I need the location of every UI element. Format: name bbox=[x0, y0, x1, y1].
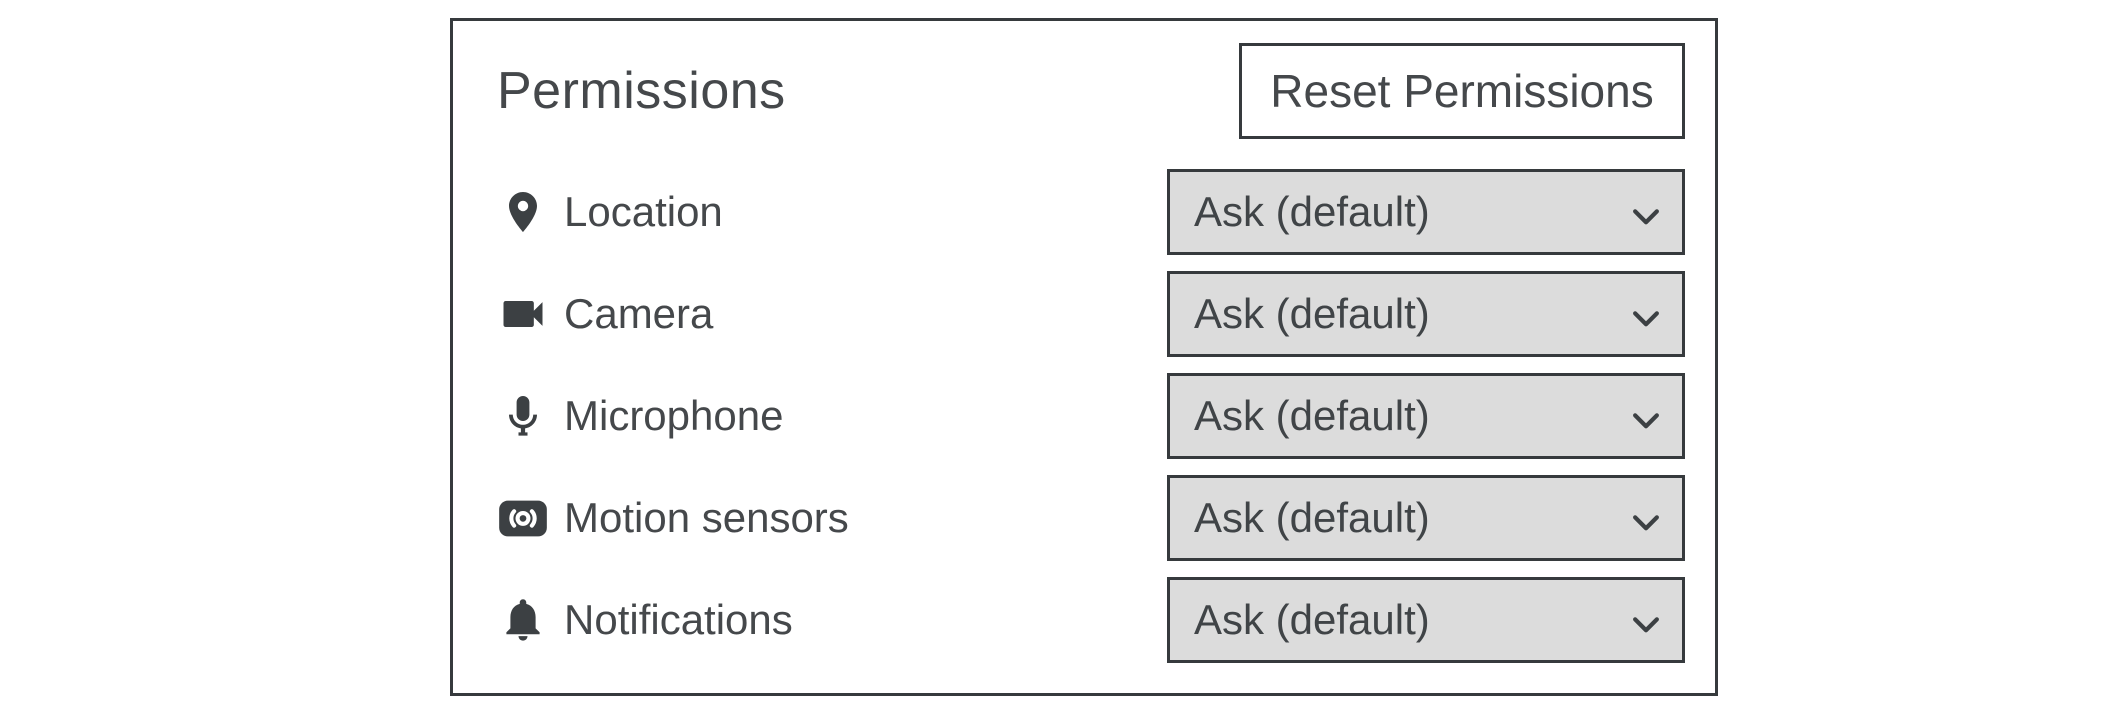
permission-label-notifications: Notifications bbox=[564, 596, 793, 643]
video-camera-icon bbox=[497, 288, 549, 340]
chevron-down-icon bbox=[1632, 494, 1660, 542]
permissions-panel: Permissions Reset Permissions Location A… bbox=[450, 18, 1718, 696]
permission-row-notifications: Notifications Ask (default) bbox=[497, 569, 1685, 671]
reset-permissions-button-label: Reset Permissions bbox=[1270, 65, 1654, 117]
reset-permissions-button[interactable]: Reset Permissions bbox=[1239, 43, 1685, 139]
motion-sensors-icon bbox=[497, 492, 549, 544]
select-value: Ask (default) bbox=[1194, 392, 1430, 439]
location-pin-icon bbox=[497, 186, 549, 238]
select-value: Ask (default) bbox=[1194, 290, 1430, 337]
chevron-down-icon bbox=[1632, 392, 1660, 440]
chevron-down-icon bbox=[1632, 188, 1660, 236]
bell-icon bbox=[497, 594, 549, 646]
permission-label-microphone: Microphone bbox=[564, 392, 784, 439]
chevron-down-icon bbox=[1632, 290, 1660, 338]
microphone-icon bbox=[497, 390, 549, 442]
select-value: Ask (default) bbox=[1194, 494, 1430, 541]
motion-sensors-permission-select[interactable]: Ask (default) bbox=[1167, 475, 1685, 561]
location-permission-select[interactable]: Ask (default) bbox=[1167, 169, 1685, 255]
permission-row-motion-sensors: Motion sensors Ask (default) bbox=[497, 467, 1685, 569]
panel-header: Permissions Reset Permissions bbox=[497, 21, 1685, 161]
chevron-down-icon bbox=[1632, 596, 1660, 644]
permission-row-camera: Camera Ask (default) bbox=[497, 263, 1685, 365]
select-value: Ask (default) bbox=[1194, 188, 1430, 235]
permission-row-location: Location Ask (default) bbox=[497, 161, 1685, 263]
permission-label-location: Location bbox=[564, 188, 723, 235]
permission-label-camera: Camera bbox=[564, 290, 714, 337]
permission-row-microphone: Microphone Ask (default) bbox=[497, 365, 1685, 467]
page-title: Permissions bbox=[497, 62, 786, 120]
select-value: Ask (default) bbox=[1194, 596, 1430, 643]
permission-label-motion-sensors: Motion sensors bbox=[564, 494, 849, 541]
microphone-permission-select[interactable]: Ask (default) bbox=[1167, 373, 1685, 459]
notifications-permission-select[interactable]: Ask (default) bbox=[1167, 577, 1685, 663]
camera-permission-select[interactable]: Ask (default) bbox=[1167, 271, 1685, 357]
